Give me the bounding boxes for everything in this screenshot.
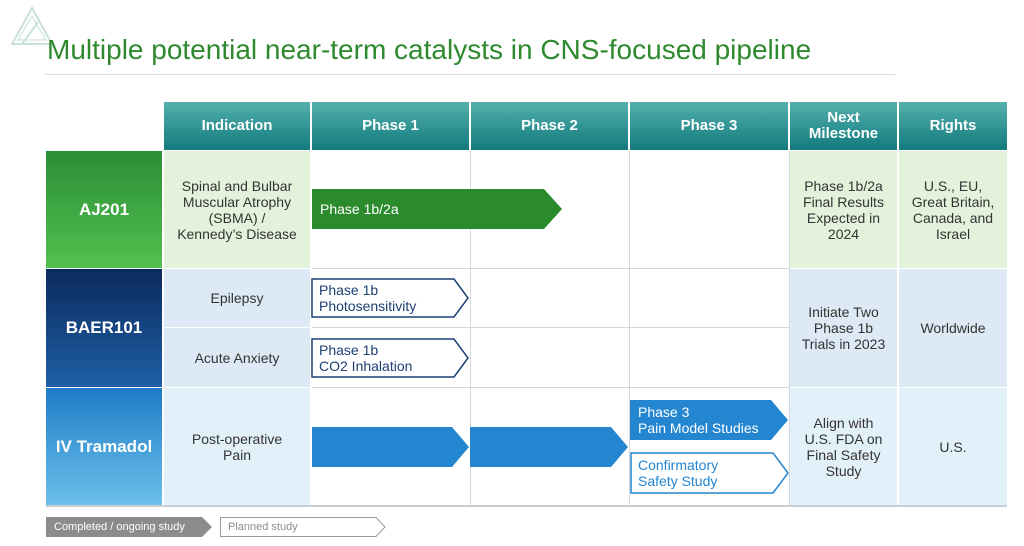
grid-line xyxy=(312,327,789,328)
company-logo-icon xyxy=(10,5,54,45)
grid-line xyxy=(312,268,789,269)
header-phase-2: Phase 2 xyxy=(471,102,628,150)
rights-aj201: U.S., EU, Great Britain, Canada, and Isr… xyxy=(899,151,1007,268)
header-phase-1: Phase 1 xyxy=(312,102,469,150)
header-indication: Indication xyxy=(164,102,310,150)
legend-completed: Completed / ongoing study xyxy=(46,517,212,537)
program-aj201: AJ201 xyxy=(46,151,162,268)
grid-line xyxy=(789,151,790,505)
grid-line xyxy=(629,151,630,505)
table-bottom-border xyxy=(46,505,1007,507)
indication-epilepsy: Epilepsy xyxy=(164,269,310,327)
grid-line xyxy=(312,387,789,388)
indication-acute-anxiety: Acute Anxiety xyxy=(164,328,310,387)
rights-baer101: Worldwide xyxy=(899,269,1007,387)
title-divider xyxy=(45,74,895,75)
legend-planned: Planned study xyxy=(220,517,386,537)
rights-iv-tramadol: U.S. xyxy=(899,388,1007,505)
header-phase-3: Phase 3 xyxy=(630,102,788,150)
aj201-phase-arrow: Phase 1b/2a xyxy=(312,189,562,229)
tramadol-phase2-arrow xyxy=(470,427,628,467)
tramadol-phase1-arrow xyxy=(312,427,469,467)
program-baer101: BAER101 xyxy=(46,269,162,387)
grid-line xyxy=(470,151,471,505)
indication-sbma: Spinal and Bulbar Muscular Atrophy (SBMA… xyxy=(164,151,310,268)
header-rights: Rights xyxy=(899,102,1007,150)
program-iv-tramadol: IV Tramadol xyxy=(46,388,162,505)
indication-post-operative-pain: Post-operative Pain xyxy=(164,388,310,505)
milestone-aj201: Phase 1b/2a Final Results Expected in 20… xyxy=(790,151,897,268)
page-title: Multiple potential near-term catalysts i… xyxy=(47,34,812,65)
milestone-baer101: Initiate Two Phase 1b Trials in 2023 xyxy=(790,269,897,387)
milestone-iv-tramadol: Align with U.S. FDA on Final Safety Stud… xyxy=(790,388,897,505)
